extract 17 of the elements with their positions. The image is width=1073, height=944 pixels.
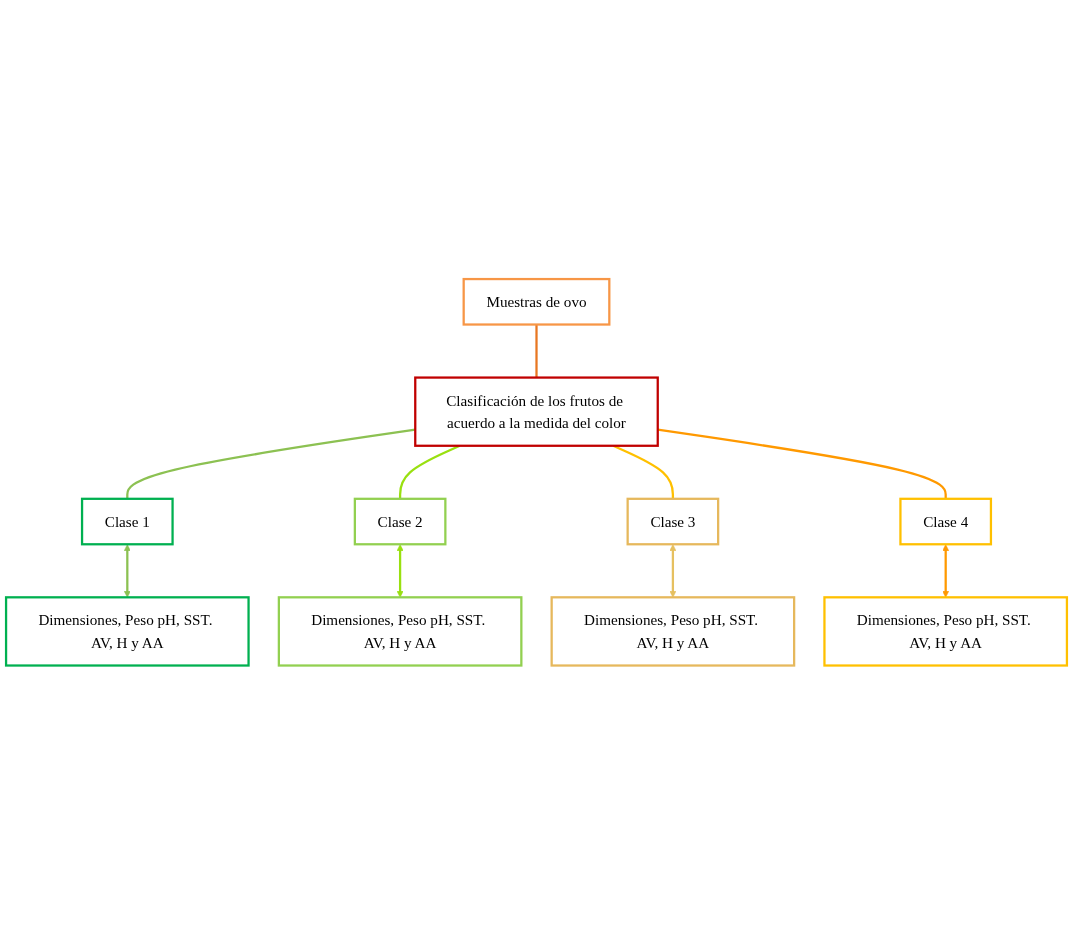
node-box: Dimensiones, Peso pH, SST. AV, H y AA bbox=[277, 595, 523, 667]
arrow bbox=[669, 544, 677, 598]
arrow bbox=[942, 544, 949, 598]
node-box: Dimensiones, Peso pH, SST. AV, H y AA bbox=[550, 595, 796, 667]
node-box: Muestras de ovo bbox=[462, 277, 611, 326]
node-box: Clase 3 bbox=[626, 497, 720, 546]
node-box: Clasificación de los frutos de acuerdo a la medida del color bbox=[414, 376, 659, 447]
connector bbox=[535, 324, 538, 378]
node-box: Clase 4 bbox=[899, 497, 993, 546]
arrow bbox=[124, 544, 131, 598]
connector bbox=[126, 428, 416, 499]
connector bbox=[657, 428, 947, 499]
node-box: Clase 1 bbox=[80, 497, 174, 546]
arrow bbox=[396, 544, 404, 598]
node-box: Dimensiones, Peso pH, SST. AV, H y AA bbox=[4, 595, 250, 667]
node-box: Dimensiones, Peso pH, SST. AV, H y AA bbox=[823, 595, 1069, 667]
node-box: Clase 2 bbox=[353, 497, 447, 546]
